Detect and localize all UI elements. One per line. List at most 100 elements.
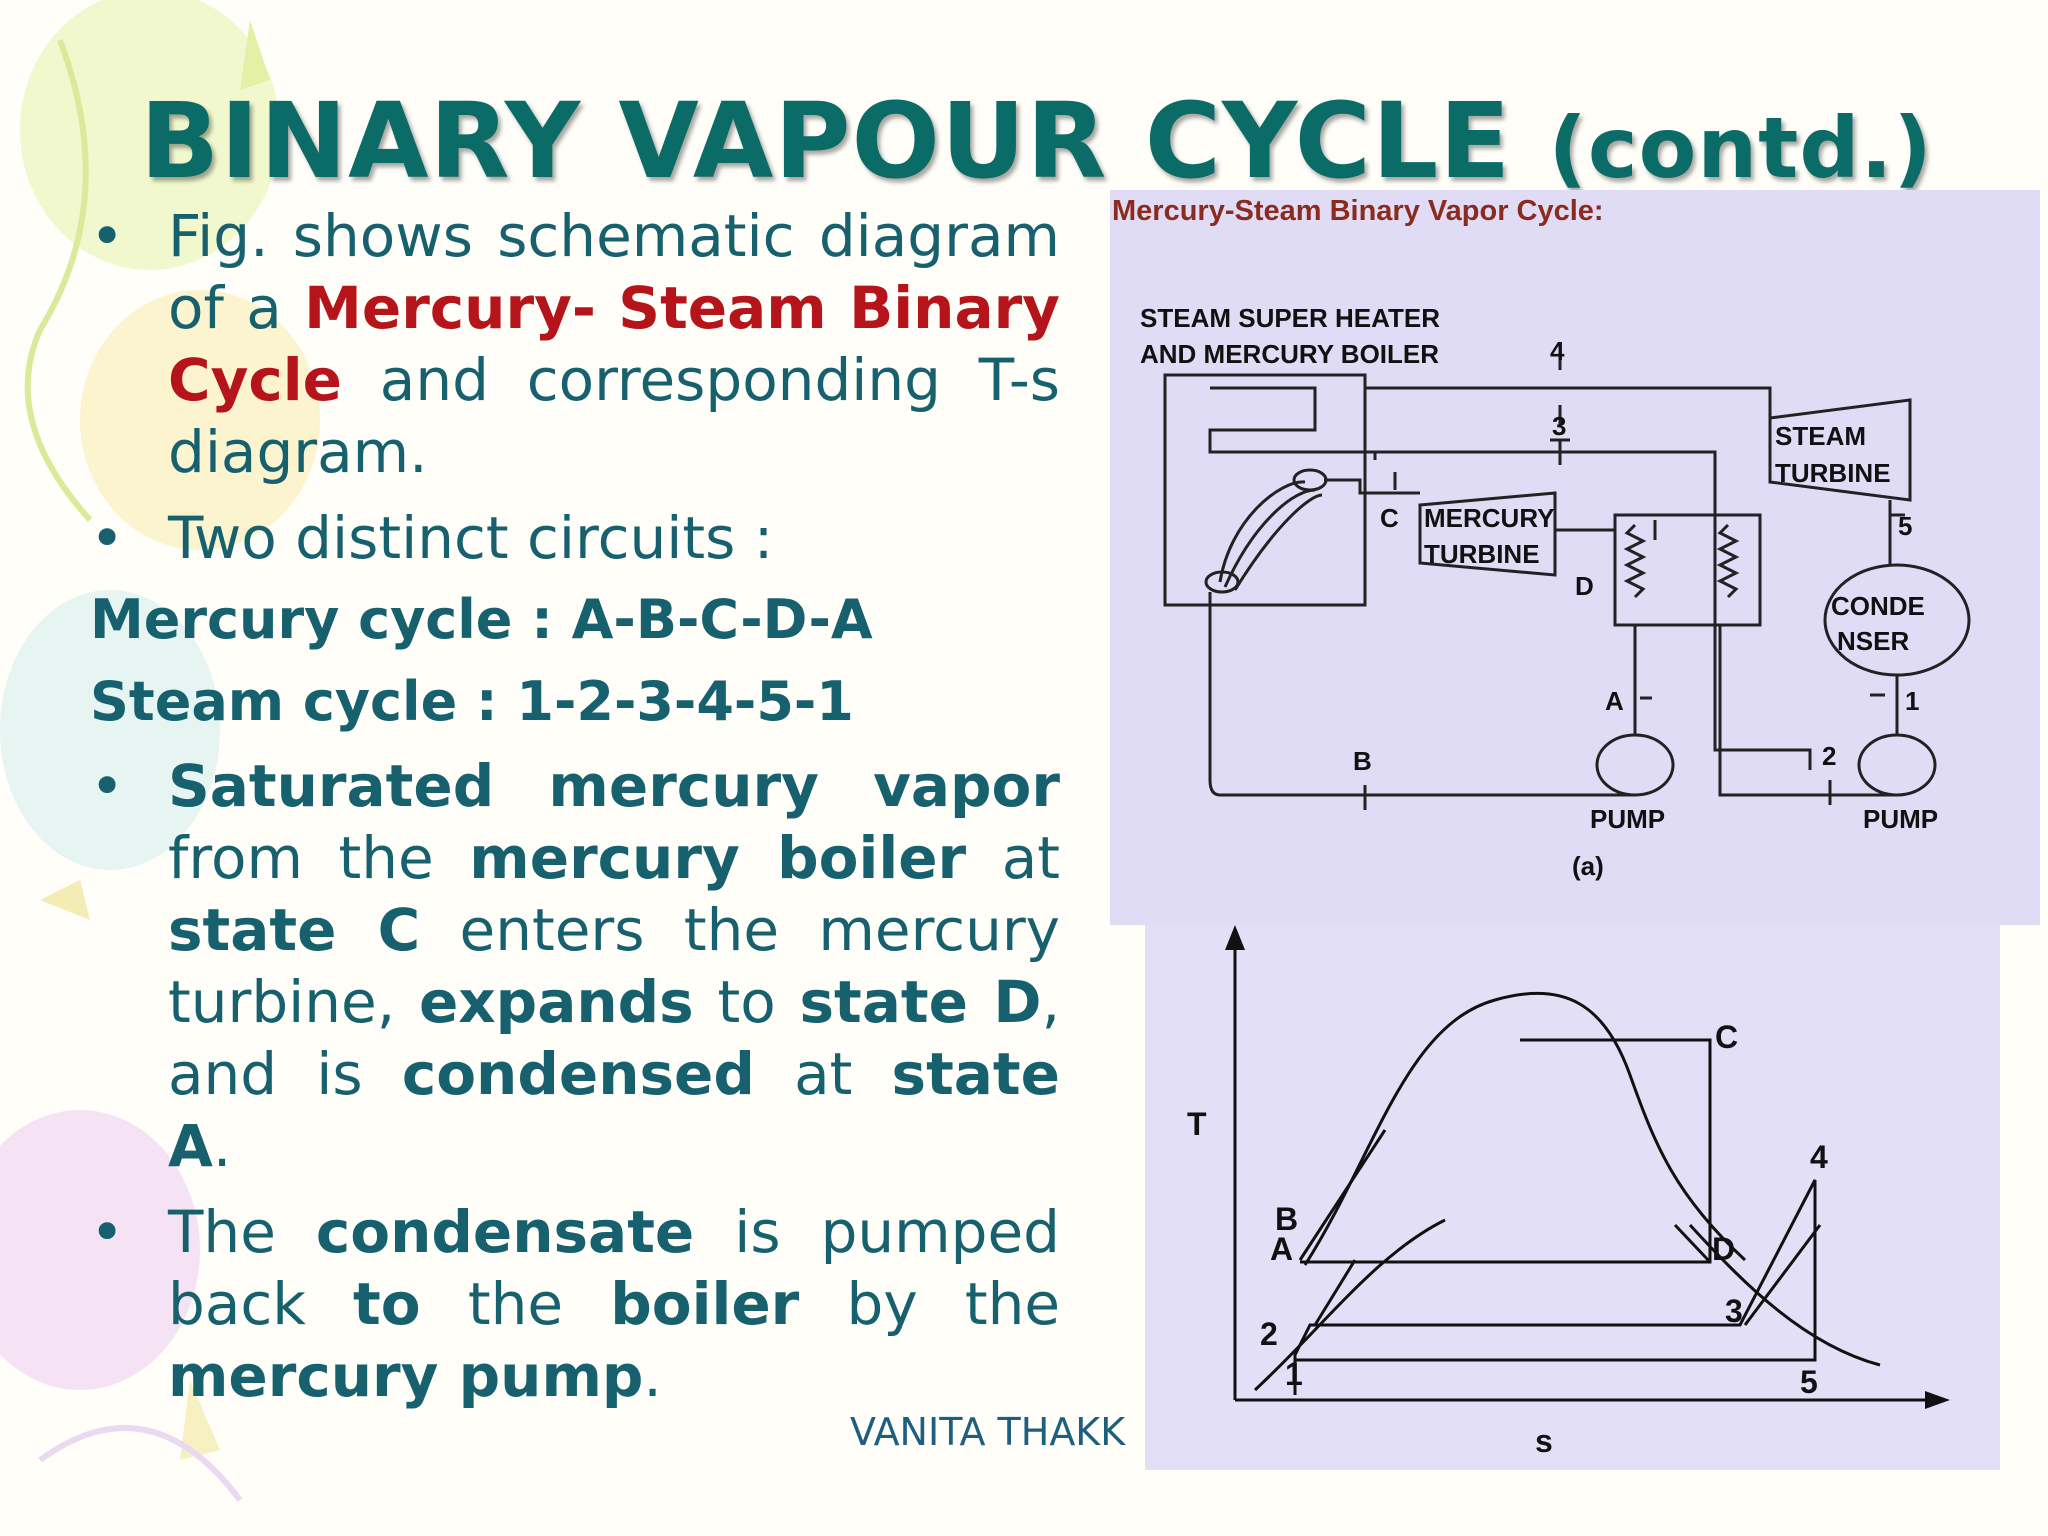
steam-dome-left [1253,1218,1446,1392]
steam-heating-line [1313,1259,1357,1326]
b3-bold: Saturated mercury vapor [168,752,1060,820]
boiler-box [1163,373,1367,607]
text-column: • Fig. shows schematic diagram of a Merc… [90,200,1060,1412]
ts-label-a: A [1270,1231,1293,1267]
point-d: D [1575,571,1594,601]
b1-highlight: Mercury- [304,274,596,342]
point-c: C [1380,503,1399,533]
steam-cycle-line: Steam cycle : 1-2-3-4-5-1 [90,670,854,733]
mercury-condensing-tail [1673,1223,1712,1264]
bullet-4: • The condensate is pumped back to the b… [90,1196,1060,1412]
b1-word: Fig. [168,202,269,270]
b1-word: corresponding T-s diagram. [168,346,1060,486]
b1-highlight: Steam [618,274,827,342]
b3-text: from the [168,824,434,892]
ts-label-4: 4 [1810,1139,1828,1175]
b4-text: the [467,1270,564,1338]
b3-text: at [1001,824,1060,892]
axis-arrows [1225,925,1950,1409]
b3-text: enters the mercury turbine, [168,896,1060,1036]
b4-text: The [168,1198,276,1266]
mercury-turbine [1418,491,1557,577]
b3-text: to [717,968,776,1036]
schematic-panel: Mercury-Steam Binary Vapor Cycle: STEAM … [1110,190,2040,925]
point-3: 3 [1552,411,1566,441]
b4-text: . [643,1342,662,1410]
bullet-glyph: • [90,1198,125,1266]
b4-bold: boiler [610,1270,800,1338]
mercury-dome [1303,991,1747,1266]
b3-text: at [794,1040,853,1108]
b1-word: schematic [497,202,795,270]
ts-label-2: 2 [1260,1316,1278,1352]
schematic-heading: Mercury-Steam Binary Vapor Cycle: [1112,195,1604,227]
b3-bold: mercury boiler [469,824,967,892]
steam-dome-right [1688,1223,1881,1367]
steam-line-4 [1365,386,1772,418]
boiler-label-2: AND MERCURY BOILER [1140,339,1439,369]
point-4: 4 [1550,336,1565,366]
mercury-line-c [1324,478,1420,495]
superheater-coil [1208,386,1377,460]
lower-header [1204,570,1240,594]
b4-bold: to [353,1270,421,1338]
point-5: 5 [1898,511,1912,541]
b4-text: is pumped back [168,1198,1060,1338]
condenser-label-2: NSER [1837,626,1909,656]
schematic-diagram: Mercury-Steam Binary Vapor Cycle: STEAM … [1112,195,1971,881]
mercury-cycle-lines [1300,1038,1712,1264]
title-suffix: (contd.) [1548,99,1933,197]
steam-cycle-lines [1293,1179,1817,1395]
coil-left [1623,523,1647,599]
b3-bold: expands [418,968,694,1036]
b4-bold: mercury pump [168,1342,644,1410]
point-b: B [1353,746,1372,776]
boiler-tube [1233,493,1323,591]
steam-superheat-line [1743,1224,1822,1326]
b4-text: by the [846,1270,1061,1338]
b3-text: . [212,1112,232,1180]
bullet-3: • Saturated mercury vapor from the mercu… [90,750,1060,1182]
mercury-pump [1595,733,1675,797]
condenser-label-1: CONDE [1831,591,1925,621]
b3-text: , and is [168,968,1061,1108]
ts-label-c: C [1715,1019,1738,1055]
ts-label-1: 1 [1285,1356,1303,1392]
mercury-turbine-label-2: TURBINE [1424,539,1540,569]
b1-highlight: Binary [849,274,1060,342]
bullet-glyph: • [90,504,125,572]
bullet-2: • Two distinct circuits : [90,502,1060,574]
b3-bold: state D [799,968,1042,1036]
point-1: 1 [1905,686,1919,716]
title-main: BINARY VAPOUR CYCLE [140,80,1512,202]
bullet-glyph: • [90,202,125,270]
steam-pump [1857,733,1937,797]
slide-title: BINARY VAPOUR CYCLE (contd.) [140,80,1940,202]
b4-bold: condensate [315,1198,695,1266]
ts-diagram-panel: T s C B A D 4 3 2 1 5 [1145,925,2000,1470]
steam-turbine-label-2: TURBINE [1775,458,1891,488]
diagram-caption: (a) [1572,851,1604,881]
s-axis-label: s [1535,1423,1553,1459]
ts-diagram: T s C B A D 4 3 2 1 5 [1187,925,1950,1459]
t-axis-label: T [1187,1106,1207,1142]
steam-turbine-label-1: STEAM [1775,421,1866,451]
mercury-line-b [1208,592,1635,797]
mercury-turbine-label-1: MERCURY [1424,503,1554,533]
b1-word: a [246,274,282,342]
point-a: A [1605,686,1624,716]
bullet-2-text: Two distinct circuits : [168,504,774,572]
b3-bold: state A [168,1040,1060,1180]
point-2: 2 [1822,741,1836,771]
ts-label-3: 3 [1725,1293,1743,1329]
ts-label-d: D [1712,1231,1735,1267]
ts-label-b: B [1275,1201,1298,1237]
pump-label-left: PUMP [1590,804,1665,834]
b1-word: of [168,274,224,342]
condenser-boiler-box [1613,513,1762,627]
steam-line-2 [1718,625,1897,797]
mercury-cycle-line: Mercury cycle : A-B-C-D-A [90,588,873,651]
bullet-1: • Fig. shows schematic diagram of a Merc… [90,200,1060,488]
coil-right [1716,523,1740,599]
